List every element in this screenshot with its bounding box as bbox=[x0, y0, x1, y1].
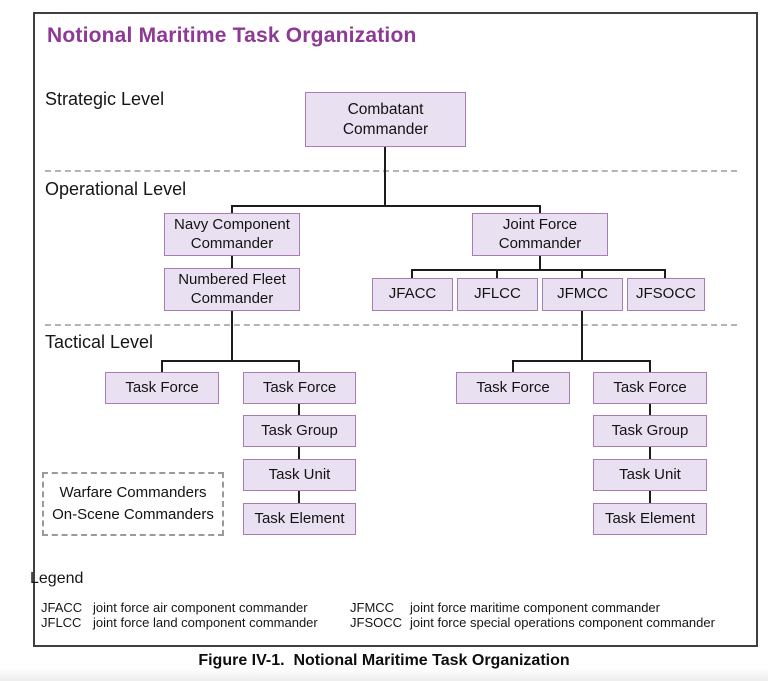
legend-acronym-jfsocc: JFSOCC bbox=[350, 615, 402, 630]
node-jfsocc: JFSOCC bbox=[627, 278, 705, 311]
legend-definition-jfacc: joint force air component commander bbox=[93, 600, 308, 615]
warfare-commanders-note: Warfare Commanders On-Scene Commanders bbox=[42, 472, 224, 536]
node-task-force-fleet-2: Task Force bbox=[243, 372, 356, 404]
node-jfacc: JFACC bbox=[372, 278, 453, 311]
node-task-unit-fleet: Task Unit bbox=[243, 459, 356, 491]
operational-tactical-divider bbox=[45, 324, 737, 326]
legend-acronym-jflcc: JFLCC bbox=[41, 615, 82, 630]
node-combatant-commander: Combatant Commander bbox=[305, 92, 466, 147]
figure-caption: Figure IV-1. Notional Maritime Task Orga… bbox=[198, 652, 570, 669]
node-jflcc: JFLCC bbox=[457, 278, 538, 311]
node-task-force-fleet-1: Task Force bbox=[105, 372, 219, 404]
operational-level-label: Operational Level bbox=[45, 179, 187, 199]
node-task-group-jfmcc: Task Group bbox=[593, 415, 707, 447]
node-task-group-fleet: Task Group bbox=[243, 415, 356, 447]
legend-definition-jflcc: joint force land component commander bbox=[93, 615, 318, 630]
diagram-title: Notional Maritime Task Organization bbox=[47, 24, 417, 47]
legend-definition-jfsocc: joint force special operations component… bbox=[410, 615, 715, 630]
tactical-level-label: Tactical Level bbox=[45, 332, 154, 352]
node-task-force-jfmcc-2: Task Force bbox=[593, 372, 707, 404]
node-numbered-fleet-commander: Numbered Fleet Commander bbox=[164, 268, 300, 311]
legend-acronym-jfmcc: JFMCC bbox=[350, 600, 395, 615]
node-task-unit-jfmcc: Task Unit bbox=[593, 459, 707, 491]
node-joint-force-commander: Joint Force Commander bbox=[472, 213, 608, 256]
legend-heading: Legend bbox=[30, 570, 84, 587]
node-task-element-fleet: Task Element bbox=[243, 503, 356, 535]
node-task-element-jfmcc: Task Element bbox=[593, 503, 707, 535]
node-jfmcc: JFMCC bbox=[542, 278, 623, 311]
legend-acronym-jfacc: JFACC bbox=[41, 600, 83, 615]
legend-definition-jfmcc: joint force maritime component commander bbox=[410, 600, 660, 615]
node-task-force-jfmcc-1: Task Force bbox=[456, 372, 570, 404]
strategic-operational-divider bbox=[45, 170, 737, 172]
strategic-level-label: Strategic Level bbox=[45, 89, 165, 109]
node-navy-component-commander: Navy Component Commander bbox=[164, 213, 300, 256]
